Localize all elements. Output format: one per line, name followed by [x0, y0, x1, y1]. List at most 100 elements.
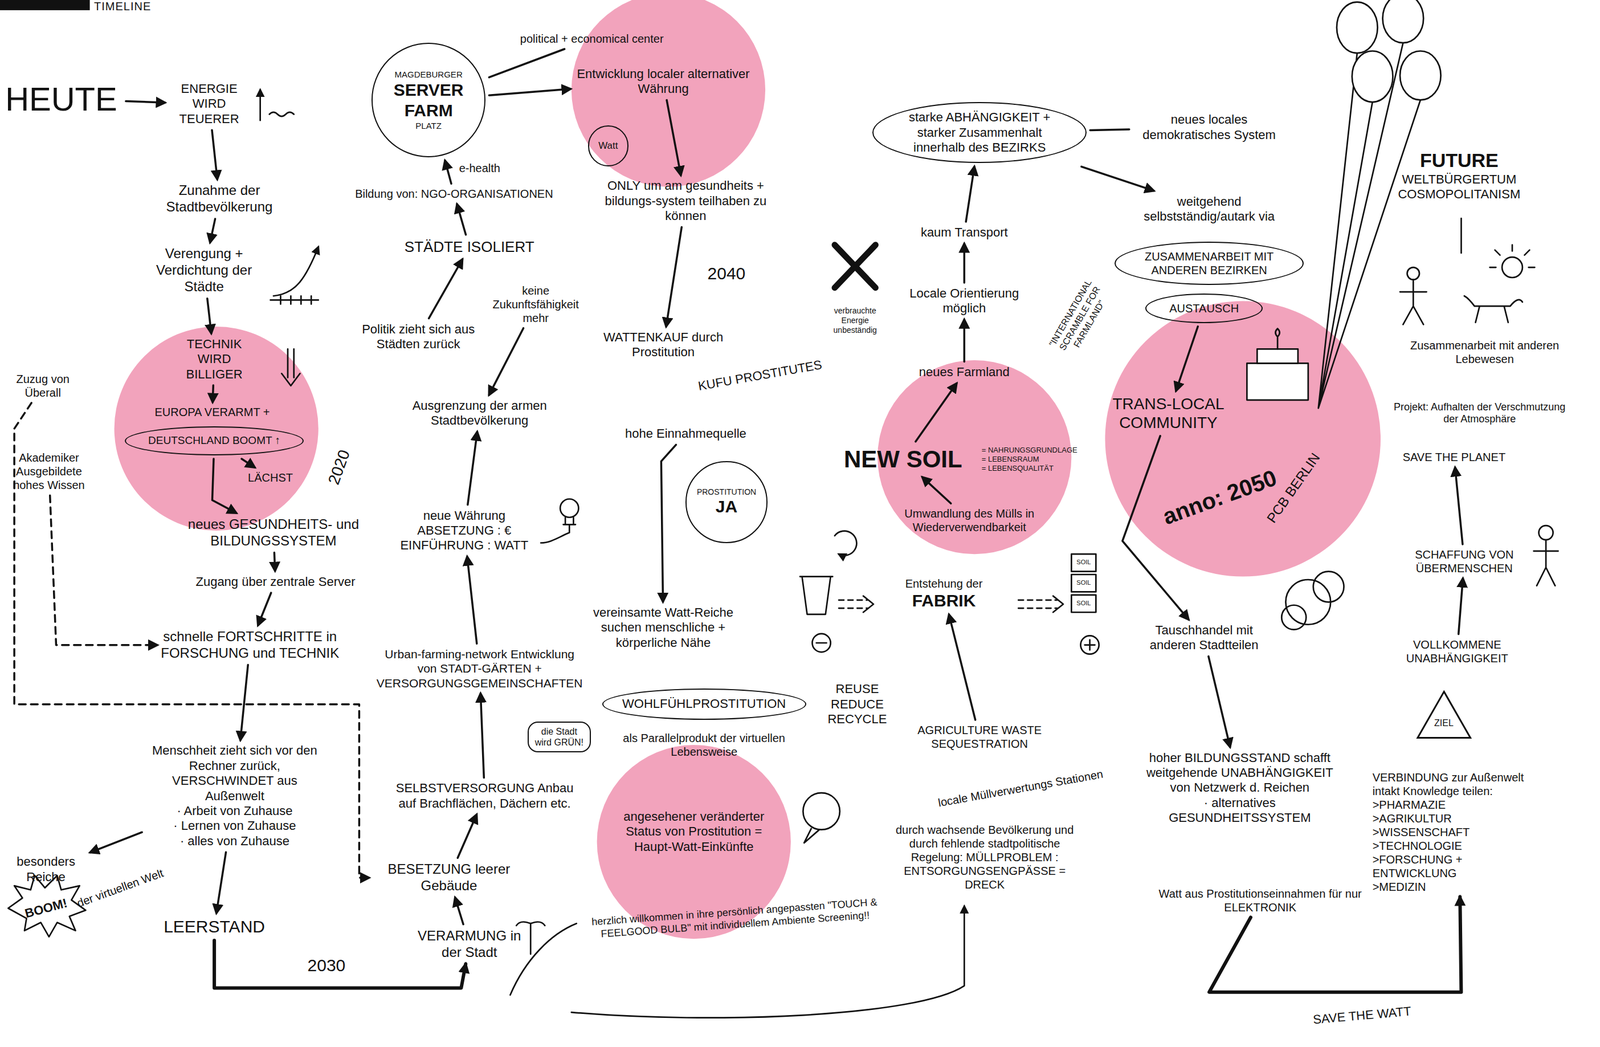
- node-text: Bildung von: NGO-ORGANISATIONEN: [321, 186, 587, 201]
- sketch: [1318, 42, 1421, 408]
- text-node: Umwandlung des Mülls in Wiederverwendbar…: [880, 506, 1059, 534]
- text-node: Akademiker Ausgebildete hohes Wissen: [7, 450, 90, 492]
- connector: [125, 101, 166, 103]
- text-node: BESETZUNG leerer Gebäude: [372, 860, 526, 895]
- text-node: STÄDTE ISOLIERT: [382, 238, 557, 256]
- note-label: e-health: [459, 161, 501, 175]
- node-text: WELTBÜRGERTUM: [1369, 172, 1549, 187]
- node-text: Zuzug von Überall: [7, 372, 79, 400]
- node-text: SAVE THE PLANET: [1364, 450, 1544, 464]
- connector: [467, 431, 478, 505]
- node-text: neues locales demokratisches System: [1132, 112, 1287, 143]
- sketch: [269, 112, 295, 117]
- node-text: besonders Reiche: [5, 854, 87, 885]
- sketch: [560, 499, 579, 518]
- triangle-outline: [1415, 690, 1472, 740]
- node-text: ONLY um am gesundheits + bildungs-system…: [591, 178, 781, 224]
- text-node: SELBSTVERSORGUNG Anbau auf Brachflächen,…: [395, 780, 574, 811]
- sketch: [1256, 348, 1299, 363]
- text-node: kaum Transport: [882, 225, 1047, 240]
- text-node: political + economical center: [515, 31, 669, 46]
- text-node: weitgehend selbstständig/autark via: [1132, 194, 1287, 225]
- node-text: WOHLFÜHLPROSTITUTION: [621, 696, 787, 712]
- text-node: LÄCHST: [239, 470, 301, 485]
- text-node: Ausgrenzung der armen Stadtbevölkerung: [390, 398, 569, 429]
- node-text: HEUTE: [0, 79, 123, 120]
- node-text: Watt aus Prostitutionseinnahmen für nur …: [1145, 886, 1375, 914]
- text-node: neues locales demokratisches System: [1132, 112, 1287, 143]
- node-text: Projekt: Aufhalten der Verschmutzung der…: [1385, 401, 1574, 426]
- text-node: VOLLKOMMENE UNABHÄNGIGKEIT: [1375, 637, 1540, 665]
- connector: [965, 166, 975, 222]
- note-label: der virtuellen Welt: [75, 865, 166, 910]
- text-node: ONLY um am gesundheits + bildungs-system…: [591, 178, 781, 224]
- sketch: [800, 576, 833, 615]
- text-node: VERBINDUNG zur Außenwelt intakt Knowledg…: [1372, 770, 1546, 894]
- edge-label: 2040: [704, 263, 750, 284]
- text-node: Locale Orientierung möglich: [887, 286, 1042, 317]
- node-text: kaum Transport: [882, 225, 1047, 240]
- node-text: · alternatives GESUNDHEITSSYSTEM: [1135, 795, 1345, 826]
- node-text: WATTENKAUF durch Prostitution: [592, 329, 736, 361]
- connector: [457, 814, 477, 858]
- node-text: Ausgrenzung der armen Stadtbevölkerung: [390, 398, 569, 429]
- connector: [1081, 166, 1154, 191]
- oval-node: AUSTAUSCH: [1145, 293, 1263, 324]
- sketch: [816, 642, 827, 644]
- node-text: AGRICULTURE WASTE SEQUESTRATION: [890, 723, 1069, 751]
- connector: [488, 88, 571, 96]
- highlight-circle: [571, 0, 766, 187]
- sketch: [1533, 539, 1559, 586]
- node-text: weitgehend selbstständig/autark via: [1132, 194, 1287, 225]
- text-node: NEW SOIL: [831, 445, 975, 474]
- node-text: DEUTSCHLAND BOOMT ↑: [144, 434, 284, 448]
- connector: [1458, 578, 1464, 635]
- speech-bubble: die Stadt wird GRÜN!: [527, 721, 591, 753]
- sketch: [1352, 51, 1394, 103]
- node-text: Watt: [598, 140, 618, 152]
- note-label: KUFU PROSTITUTES: [697, 357, 824, 394]
- node-text: political + economical center: [515, 31, 669, 46]
- sketch: [1407, 267, 1420, 280]
- node-text: durch wachsende Bevölkerung und durch fe…: [885, 822, 1085, 892]
- text-node: neues Farmland: [877, 364, 1051, 380]
- text-node: Tauschhandel mit anderen Stadtteilen: [1132, 622, 1276, 653]
- node-text: Tauschhandel mit anderen Stadtteilen: [1132, 622, 1276, 653]
- triangle-outline: [1417, 691, 1471, 738]
- node-text: hohe Einnahmequelle: [588, 426, 783, 442]
- sketch: [270, 295, 319, 304]
- oval-node: WOHLFÜHLPROSTITUTION: [602, 688, 807, 720]
- sketch: [540, 517, 576, 544]
- connector: [1455, 467, 1463, 545]
- node-text: >WISSENSCHAFT: [1372, 825, 1546, 839]
- header-bar: [0, 0, 91, 11]
- sketch: [259, 90, 261, 121]
- node-text: SCHAFFUNG VON ÜBERMENSCHEN: [1395, 547, 1534, 575]
- node-text: Verengung + Verdichtung der Städte: [143, 245, 266, 295]
- note-label: BOOM!: [22, 895, 69, 921]
- text-node: LEERSTAND: [148, 916, 281, 937]
- text-node: als Parallelprodukt der virtuellen Leben…: [602, 731, 807, 759]
- connector: [429, 259, 463, 319]
- node-text: Akademiker Ausgebildete hohes Wissen: [7, 450, 90, 492]
- text-node: Zusammenarbeit mit anderen Lebewesen: [1395, 338, 1574, 366]
- connector: [963, 243, 966, 283]
- sketch: [1071, 574, 1096, 592]
- sketch: [863, 596, 874, 613]
- node-text: neue Währung: [377, 508, 551, 524]
- note-label: 2020: [323, 447, 354, 488]
- node-text: EUROPA VERARMT +: [135, 405, 289, 419]
- node-text: ENERGIE WIRD TEUERER: [168, 81, 250, 127]
- text-node: HEUTE: [0, 79, 123, 120]
- sketch: [1246, 362, 1308, 400]
- connector: [456, 203, 466, 235]
- node-text: angesehener veränderter Status von Prost…: [614, 809, 774, 855]
- node-text: SELBSTVERSORGUNG Anbau auf Brachflächen,…: [395, 780, 574, 811]
- node-text: Locale Orientierung möglich: [887, 286, 1042, 317]
- node-text: Entwicklung localer alternativer Währung: [573, 66, 753, 97]
- sketch: [1052, 596, 1064, 613]
- sketch: [1071, 553, 1096, 571]
- sketch: [834, 531, 857, 556]
- node-text: >MEDIZIN: [1372, 879, 1546, 894]
- highlight-circle: [1104, 300, 1381, 577]
